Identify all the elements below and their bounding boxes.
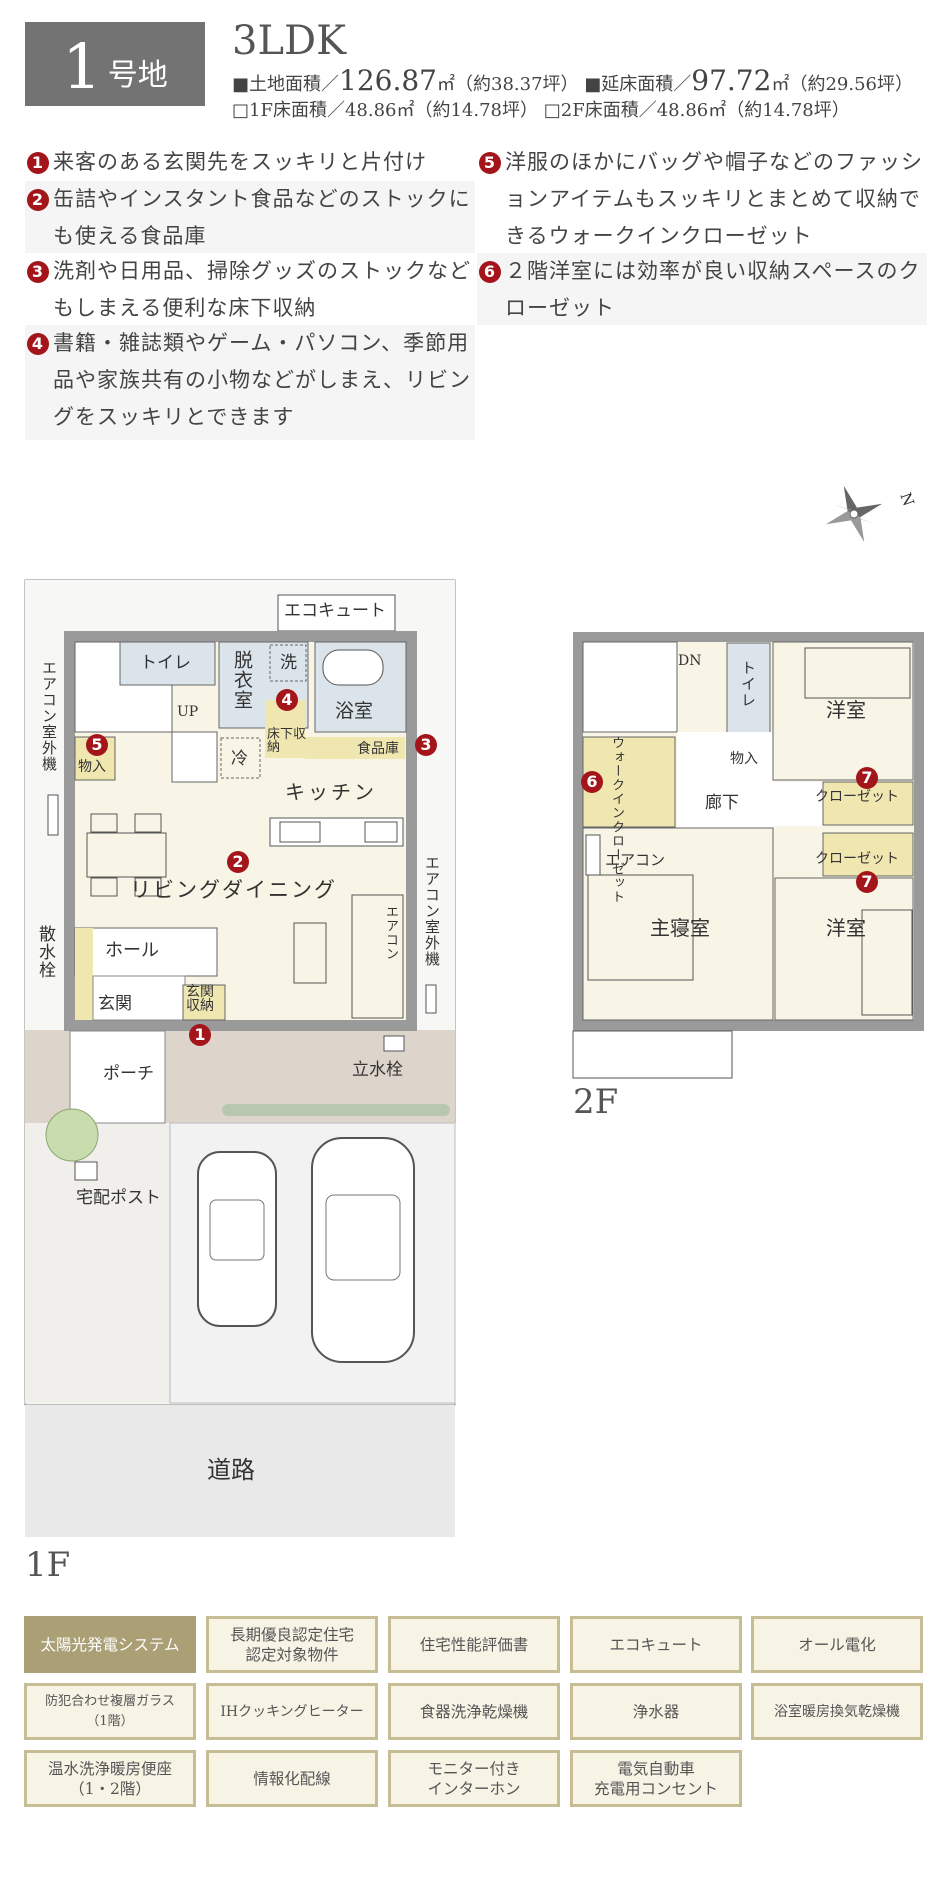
- marker-icon: 5: [479, 152, 501, 174]
- floor1-title: 1F: [25, 1545, 71, 1585]
- marker-1: 1: [189, 1024, 211, 1046]
- outdoor-unit-right: エアコン室外機: [423, 855, 441, 967]
- area-line-2: □1F床面積／48.86㎡（約14.78坪） □2F床面積／48.86㎡（約14…: [232, 96, 850, 122]
- corridor-label: 廊下: [705, 793, 739, 813]
- land-area-value: 126.87: [339, 64, 437, 97]
- lot-number: 1: [62, 30, 102, 103]
- pantry-label: 食品庫: [357, 741, 399, 757]
- equipment-badge: エコキュート: [570, 1616, 742, 1673]
- feature-text: 洋服のほかにバッグや帽子などのファッションアイテムもスッキリとまとめて収納できる…: [505, 150, 923, 248]
- equipment-badge: 浄水器: [570, 1683, 742, 1740]
- hall-label: ホール: [105, 940, 159, 961]
- kitchen-label: キッチン: [285, 780, 377, 804]
- dn-label: DN: [678, 653, 702, 669]
- fridge-label: 冷: [231, 749, 248, 769]
- up-label: UP: [177, 704, 199, 720]
- marker-icon: 1: [27, 152, 49, 174]
- equipment-badge: 防犯合わせ複層ガラス （1階）: [24, 1683, 196, 1740]
- floor2-title: 2F: [573, 1082, 619, 1122]
- standing-faucet-label: 立水栓: [352, 1060, 403, 1080]
- land-area-unit: ㎡（約38.37坪）: [437, 74, 579, 95]
- land-area-label: ■土地面積／: [232, 74, 340, 95]
- equipment-badge: 情報化配線: [206, 1750, 378, 1807]
- lot-suffix: 号地: [107, 58, 168, 93]
- equipment-badge: 食器洗浄乾燥機: [388, 1683, 560, 1740]
- marker-7: 7: [856, 767, 878, 789]
- entrance-storage-label: 玄関収納: [186, 984, 214, 1014]
- aircon-label-1f: エアコン: [383, 905, 398, 961]
- western-room-top-label: 洋室: [826, 698, 866, 722]
- marker-4: 4: [276, 689, 298, 711]
- bath-label: 浴室: [335, 700, 374, 722]
- western-room-bottom-label: 洋室: [826, 916, 866, 940]
- equipment-badge: 温水洗浄暖房便座 （1・2階）: [24, 1750, 196, 1807]
- area-line-1: ■土地面積／126.87㎡（約38.37坪） ■延床面積／97.72㎡（約29.…: [232, 64, 913, 97]
- toilet-label-2f: トイレ: [739, 660, 757, 708]
- marker-icon: 3: [27, 261, 49, 283]
- outdoor-unit-left: エアコン室外機: [40, 660, 58, 772]
- underfloor-label: 床下収納: [267, 727, 307, 755]
- living-dining-label: リビングダイニング: [130, 878, 337, 902]
- equipment-badge: モニター付き インターホン: [388, 1750, 560, 1807]
- porch-label: ポーチ: [103, 1064, 154, 1084]
- master-bedroom-label: 主寝室: [650, 916, 710, 940]
- lot-number-box: 1 号地: [25, 22, 205, 106]
- layout-type: 3LDK: [232, 18, 346, 64]
- storage-label-1f: 物入: [78, 759, 106, 775]
- equipment-badge: 住宅性能評価書: [388, 1616, 560, 1673]
- equipment-badge: 浴室暖房換気乾燥機: [751, 1683, 923, 1740]
- marker-2: 2: [227, 851, 249, 873]
- floor1-area: □1F床面積／48.86㎡（約14.78坪）: [232, 100, 539, 121]
- equipment-badge-solar: 太陽光発電システム: [24, 1616, 196, 1673]
- closet-top-label: クローゼット: [815, 789, 899, 805]
- aircon-label-2f: エアコン: [605, 851, 666, 869]
- marker-icon: 4: [27, 333, 49, 355]
- ecocute-label: エコキュート: [284, 601, 386, 621]
- marker-icon: 6: [479, 261, 501, 283]
- feature-text: 来客のある玄関先をスッキリと片付け: [53, 150, 427, 174]
- total-floor-label: ■延床面積／: [584, 74, 692, 95]
- marker-icon: 2: [27, 189, 49, 211]
- delivery-box-label: 宅配ポスト: [76, 1188, 161, 1208]
- marker-5: 5: [86, 734, 108, 756]
- toilet-label-1f: トイレ: [140, 653, 191, 673]
- equipment-badge: 電気自動車 充電用コンセント: [570, 1750, 742, 1807]
- equipment-badge: オール電化: [751, 1616, 923, 1673]
- floor2-area: □2F床面積／48.86㎡（約14.78坪）: [543, 100, 850, 121]
- datsui-label: 脱衣室: [231, 650, 253, 710]
- marker-3: 3: [415, 734, 437, 756]
- total-floor-unit: ㎡（約29.56坪）: [771, 74, 913, 95]
- feature-text: 書籍・雑誌類やゲーム・パソコン、季節用品や家族共有の小物などがしまえ、リビングを…: [53, 331, 471, 429]
- total-floor-value: 97.72: [691, 64, 772, 97]
- feature-text: ２階洋室には効率が良い収納スペースのクローゼット: [505, 259, 921, 320]
- marker-7: 7: [856, 871, 878, 893]
- compass-icon: [825, 485, 883, 543]
- feature-text: 洗剤や日用品、掃除グッズのストックなどもしまえる便利な床下収納: [53, 259, 471, 320]
- faucet-label: 散水栓: [35, 925, 55, 979]
- wic-label: ウォークインクローゼット: [609, 736, 624, 904]
- feature-text: 缶詰やインスタント食品などのストックにも使える食品庫: [53, 187, 471, 248]
- storage-label-2f: 物入: [730, 751, 758, 767]
- entrance-label: 玄関: [98, 994, 132, 1014]
- equipment-badge: IHクッキングヒーター: [206, 1683, 378, 1740]
- road-label: 道路: [207, 1456, 255, 1484]
- equipment-badge: 長期優良認定住宅 認定対象物件: [206, 1616, 378, 1673]
- floor1-plan: [24, 579, 924, 1537]
- marker-6: 6: [581, 771, 603, 793]
- washer-label: 洗: [280, 653, 297, 673]
- closet-bottom-label: クローゼット: [815, 851, 899, 867]
